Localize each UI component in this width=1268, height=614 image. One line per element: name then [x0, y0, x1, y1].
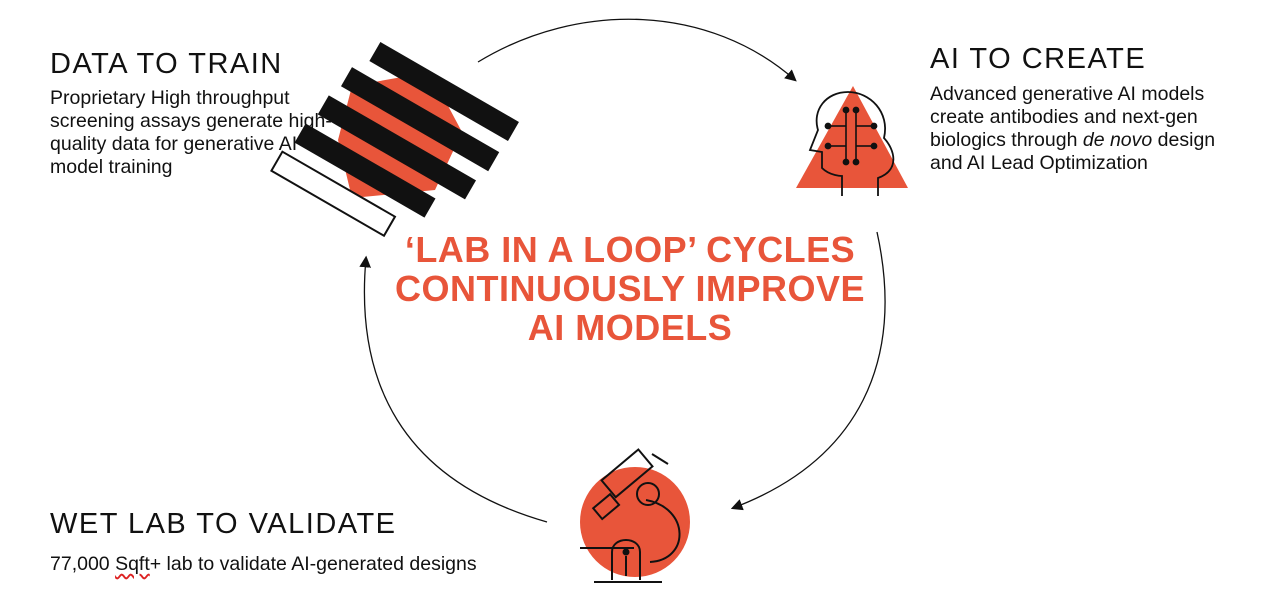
ai-desc-part-2: design and AI Lead Optimization — [930, 129, 1216, 174]
microscope-icon — [580, 448, 690, 583]
wet-lab-number: 77,000 — [50, 553, 116, 575]
arrow-right — [730, 231, 886, 511]
wet-lab-section: WET LAB TO VALIDATE 77,000 Sqft+ lab to … — [50, 508, 530, 575]
hexagon-stripes-icon — [270, 41, 519, 238]
data-to-train-description: Proprietary High throughput screening as… — [50, 87, 332, 178]
arrow-left — [359, 255, 548, 523]
ai-to-create-section: AI TO CREATE Advanced generative AI mode… — [930, 43, 1250, 175]
center-title-line-3: AI MODELS — [527, 307, 733, 348]
center-title-line-2: CONTINUOUSLY IMPROVE — [394, 268, 866, 309]
wet-lab-rest: + lab to validate AI-generated designs — [149, 553, 477, 575]
center-title-line-1: ‘LAB IN A LOOP’ CYCLES — [404, 229, 856, 270]
cycle-arrows-icon — [359, 18, 886, 523]
center-title: ‘LAB IN A LOOP’ CYCLES CONTINUOUSLY IMPR… — [385, 230, 875, 347]
wet-lab-heading: WET LAB TO VALIDATE — [50, 508, 397, 540]
data-to-train-section: DATA TO TRAIN Proprietary High throughpu… — [50, 48, 340, 179]
ai-desc-italic: de novo — [1082, 129, 1153, 151]
ai-to-create-description: Advanced generative AI models create ant… — [930, 83, 1250, 175]
wet-lab-unit: Sqft — [115, 553, 150, 575]
arrow-top — [477, 18, 797, 82]
brain-head-icon — [796, 86, 908, 196]
ai-desc-part-1: Advanced generative AI models create ant… — [930, 83, 1205, 151]
data-to-train-heading: DATA TO TRAIN — [50, 48, 283, 80]
ai-to-create-heading: AI TO CREATE — [930, 43, 1147, 75]
wet-lab-description: 77,000 Sqft+ lab to validate AI-generate… — [50, 553, 530, 575]
